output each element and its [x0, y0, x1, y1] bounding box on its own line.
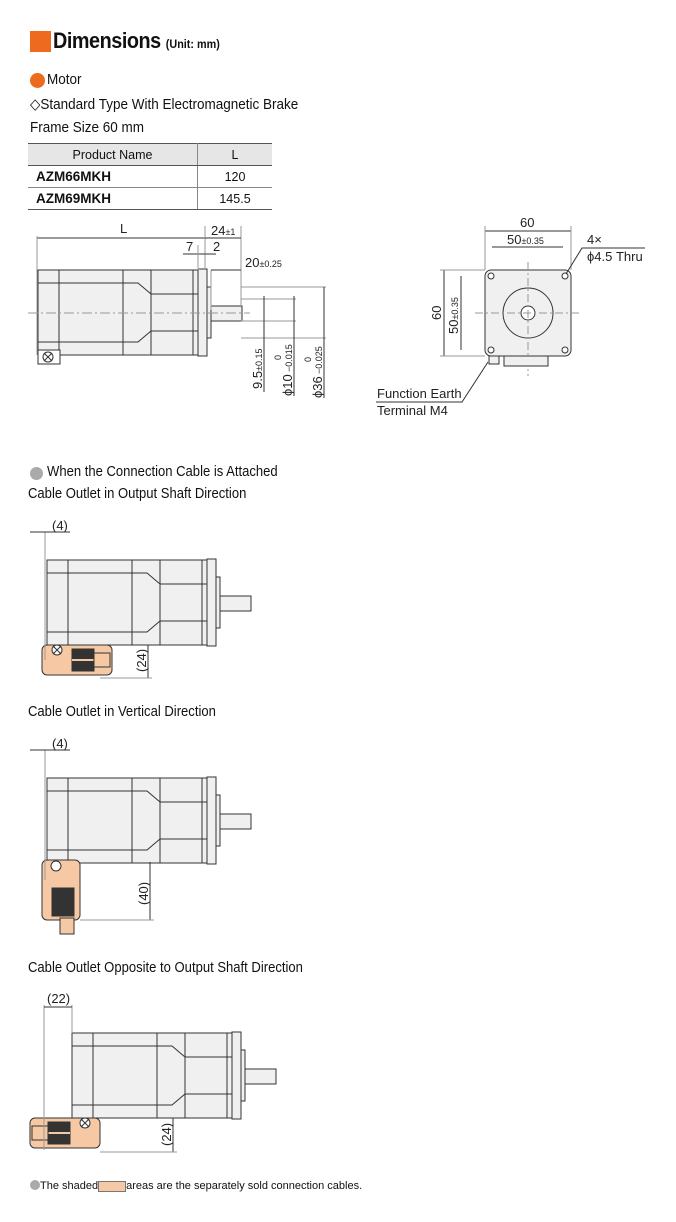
col-product-name: Product Name	[28, 143, 198, 166]
dim-L: L	[120, 221, 127, 236]
cable-output-shaft-drawing: (4) (24)	[30, 518, 252, 679]
col-L: L	[197, 143, 272, 166]
cable-opposite-drawing: (22) (24)	[29, 991, 277, 1153]
dim-side: (24)	[134, 649, 149, 672]
dim-20: 20±0.25	[245, 255, 282, 270]
frame-size: Frame Size 60 mm	[30, 119, 145, 136]
dim-height-50: 50±0.35	[446, 297, 461, 334]
dim-phi36-tol: −0.025	[314, 346, 324, 374]
footnote-text: The shaded	[40, 1180, 99, 1192]
diamond-icon: ◇	[30, 96, 41, 113]
holes-desc: ϕ4.5 Thru	[587, 249, 643, 264]
type-heading: ◇Standard Type With Electromagnetic Brak…	[30, 95, 298, 113]
motor-heading: Motor	[47, 71, 82, 88]
holes-count: 4×	[587, 232, 602, 247]
side-view-drawing: L 24±1 7 2 20±0.25 9.5±0.15 ϕ10 0 −0.015…	[28, 221, 326, 398]
cable-vertical-drawing: (4) (40)	[30, 736, 252, 935]
page-title: Dimensions (Unit: mm)	[53, 28, 220, 54]
cable-view-title: Cable Outlet in Output Shaft Direction	[28, 486, 247, 502]
dim-phi10-tol-upper: 0	[273, 355, 283, 360]
dim-side: (40)	[136, 882, 151, 905]
table-row: AZM66MKH 120	[28, 165, 272, 188]
unit-label: (Unit: mm)	[165, 37, 220, 51]
title-text: Dimensions	[53, 28, 161, 53]
table-header: Product Name L	[28, 143, 272, 166]
footnote-text-2: areas are the separately sold connection…	[126, 1180, 363, 1192]
earth-label-2: Terminal M4	[377, 403, 448, 418]
section-marker-icon	[30, 31, 51, 52]
length-value: 120	[197, 165, 272, 188]
bullet-gray-icon	[30, 467, 43, 480]
dim-width-60: 60	[520, 215, 534, 230]
dim-9-5: 9.5±0.15	[250, 348, 265, 389]
dim-24: 24±1	[211, 223, 235, 238]
product-name: AZM66MKH	[28, 165, 198, 188]
footnote: The shaded areas are the separately sold …	[30, 1180, 362, 1192]
dim-2: 2	[213, 239, 220, 254]
cable-view-title: Cable Outlet Opposite to Output Shaft Di…	[28, 960, 303, 976]
cable-heading: When the Connection Cable is Attached	[47, 464, 278, 480]
bullet-gray-icon	[30, 1180, 40, 1190]
dim-top: (4)	[52, 736, 68, 751]
product-name: AZM69MKH	[28, 187, 198, 210]
front-view-drawing: 60 50±0.35 60 50±0.35 4× ϕ4.5 Thru Funct…	[376, 215, 645, 418]
length-value: 145.5	[197, 187, 272, 210]
dim-phi36: ϕ36	[310, 376, 325, 398]
dim-height-60: 60	[429, 306, 444, 320]
cable-view-title: Cable Outlet in Vertical Direction	[28, 704, 216, 720]
type-label: Standard Type With Electromagnetic Brake	[40, 96, 299, 113]
shade-swatch	[98, 1180, 127, 1192]
earth-label: Function Earth	[377, 386, 462, 401]
dim-width-50: 50±0.35	[507, 232, 544, 247]
dim-phi36-tol-upper: 0	[303, 357, 313, 362]
table-row: AZM69MKH 145.5	[28, 187, 272, 210]
dim-phi10: ϕ10	[280, 374, 295, 396]
dim-7: 7	[186, 239, 193, 254]
product-table: Product Name L AZM66MKH 120 AZM69MKH 145…	[28, 143, 272, 210]
dim-phi10-tol: −0.015	[284, 344, 294, 372]
dim-top: (22)	[47, 991, 70, 1006]
dim-top: (4)	[52, 518, 68, 533]
dim-side: (24)	[159, 1123, 174, 1146]
bullet-circle-icon	[30, 73, 45, 88]
